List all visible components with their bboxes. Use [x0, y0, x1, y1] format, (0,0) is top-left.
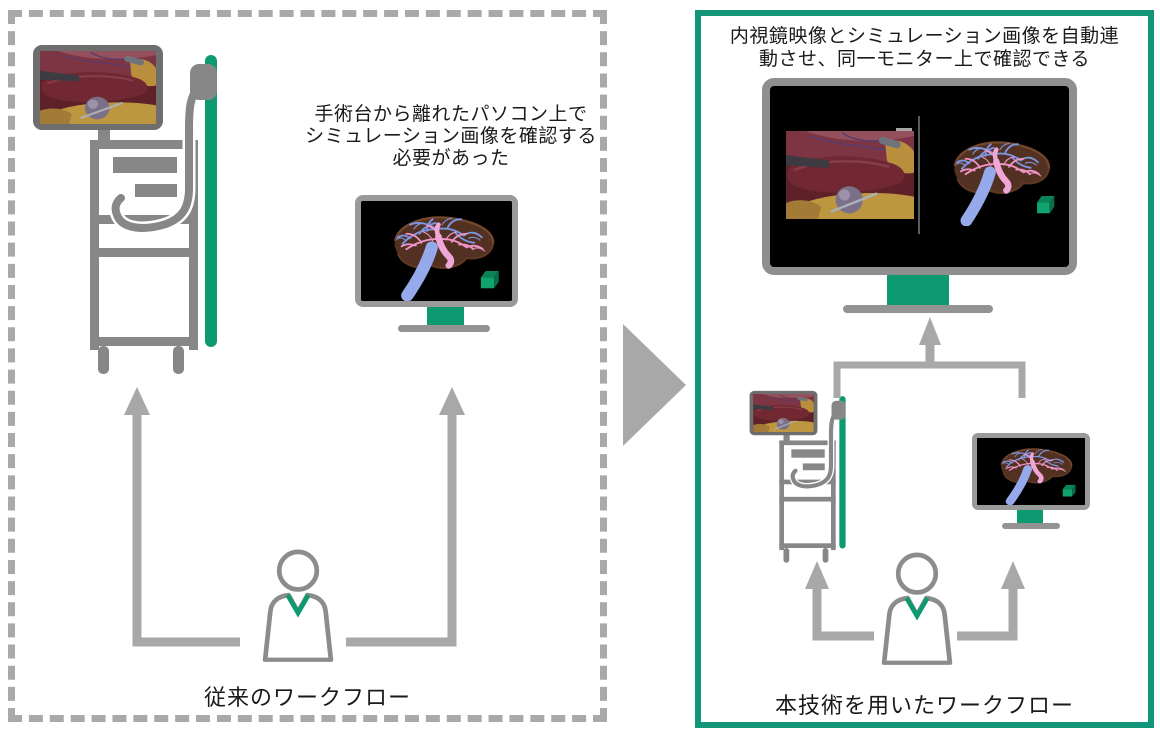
combined-monitor-icon: [762, 78, 1077, 275]
endoscope-cart-icon: [30, 40, 235, 380]
right-triangle-arrow: [623, 324, 686, 446]
note-line-3: 必要があった: [392, 147, 510, 169]
screen-divider: [918, 116, 920, 234]
monitor-stand: [887, 275, 949, 305]
monitor-stand: [1017, 510, 1043, 523]
simulation-monitor-icon: [972, 433, 1090, 510]
conventional-workflow-note: 手術台から離れたパソコン上で シミュレーション画像を確認する 必要があった: [295, 103, 607, 169]
right-caption: 本技術を用いたワークフロー: [774, 694, 1074, 719]
surgeon-icon: [870, 550, 964, 665]
monitor-base: [843, 305, 993, 313]
endoscope-cart-icon: [748, 388, 855, 566]
liver-simulation-image: [977, 438, 1085, 505]
left-caption: 従来のワークフロー: [203, 686, 411, 711]
new-workflow-panel: 内視鏡映像とシミュレーション画像を自動連 動させ、同一モニター上で確認できる: [695, 10, 1154, 728]
endoscope-video-image: [786, 131, 914, 219]
monitor-base: [398, 325, 490, 332]
new-workflow-title: 内視鏡映像とシミュレーション画像を自動連 動させ、同一モニター上で確認できる: [701, 25, 1148, 71]
note-line-2: シミュレーション画像を確認する: [305, 125, 597, 147]
monitor-stand: [427, 307, 464, 325]
liver-simulation-image: [922, 126, 1067, 226]
liver-simulation-image: [361, 201, 512, 301]
surgeon-icon: [251, 547, 345, 662]
title-line-1: 内視鏡映像とシミュレーション画像を自動連: [729, 25, 1120, 47]
note-line-1: 手術台から離れたパソコン上で: [314, 103, 588, 125]
monitor-base: [1002, 523, 1060, 529]
conventional-workflow-panel: 手術台から離れたパソコン上で シミュレーション画像を確認する 必要があった 従来…: [8, 10, 607, 722]
title-line-2: 動させ、同一モニター上で確認できる: [758, 48, 1091, 70]
simulation-monitor-icon: [355, 195, 518, 307]
video-overlay-label: [896, 128, 912, 131]
